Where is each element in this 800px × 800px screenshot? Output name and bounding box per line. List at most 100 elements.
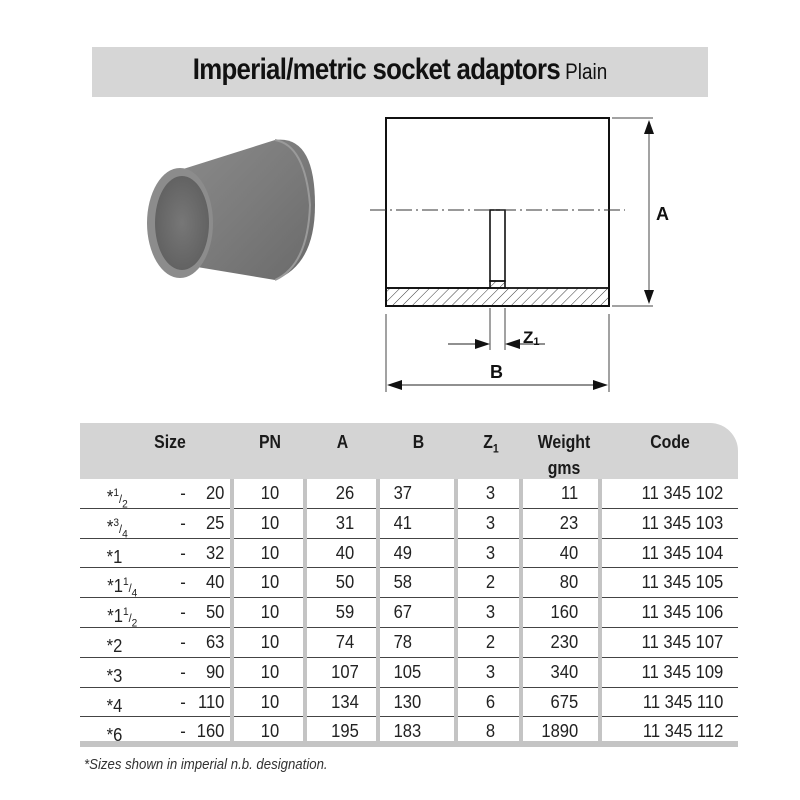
cell-z1: 3 [485,483,496,503]
cell-z1: 2 [485,631,496,652]
cell-size-imperial: *3/4 [106,516,128,541]
cell-code: 11 345 110 [642,691,724,712]
cell-dash: - [180,512,186,533]
cell-b: 78 [393,631,413,652]
cell-dash: - [180,661,186,682]
cell-pn: 10 [260,631,280,652]
cell-code: 11 345 107 [641,631,724,652]
col-header-a: A [336,432,349,452]
cell-dash: - [180,483,186,503]
cell-a: 107 [331,661,359,682]
cell-size-imperial: *11/4 [107,576,138,600]
cell-z1: 6 [485,691,496,712]
cell-size-metric: 50 [205,602,225,623]
cell-size-imperial: *1/2 [106,487,128,511]
cell-weight: 40 [559,542,579,563]
table-row: *3/4 -25 10 31 41 3 23 11 345 103 [80,509,738,540]
column-divider [303,479,307,746]
cell-z1: 3 [485,602,496,623]
cell-code: 11 345 103 [641,512,724,533]
cell-b: 67 [393,602,413,623]
cell-b: 130 [393,691,422,712]
cell-code: 11 345 105 [641,572,724,593]
cell-a: 195 [331,721,359,742]
cell-pn: 10 [260,483,280,503]
cell-size-metric: 90 [205,661,225,682]
cell-size-metric: 32 [205,542,225,563]
cell-weight: 11 [561,483,579,503]
cell-weight: 230 [550,631,579,652]
cell-dash: - [180,631,186,652]
cell-size-metric: 63 [205,631,225,652]
cell-pn: 10 [260,512,280,533]
cell-pn: 10 [260,572,280,593]
cell-b: 41 [393,512,413,533]
cell-dash: - [180,542,186,563]
column-divider [598,479,602,746]
cell-pn: 10 [260,602,280,623]
cell-size-metric: 25 [205,512,225,533]
cell-a: 40 [335,542,355,563]
cell-weight: 675 [550,691,579,712]
technical-drawing: A Z1 B [360,110,690,400]
column-divider [376,479,380,746]
col-header-pn: PN [258,432,281,452]
dimension-diagram-icon: A Z1 B [370,117,669,392]
cell-code: 11 345 104 [641,542,724,563]
cell-code: 11 345 112 [642,721,724,742]
cell-weight: 23 [559,512,579,533]
dim-label-a: A [656,204,669,224]
cell-a: 26 [335,483,355,503]
socket-adaptor-image-icon [147,139,315,281]
cell-pn: 10 [260,542,280,563]
title-main: Imperial/metric socket adaptors [192,53,561,86]
cell-z1: 8 [485,721,496,742]
cell-z1: 3 [485,512,496,533]
cell-size-metric: 40 [205,572,225,593]
cell-code: 11 345 109 [641,661,724,682]
dim-label-b: B [490,362,503,382]
cell-a: 50 [335,572,355,593]
cell-a: 31 [335,512,355,533]
cell-weight: 160 [550,602,579,623]
cell-dash: - [180,691,186,712]
cell-pn: 10 [260,721,280,742]
cell-weight: 1890 [541,721,579,742]
footnote: *Sizes shown in imperial n.b. designatio… [84,756,328,773]
cell-a: 74 [335,631,355,652]
cell-a: 134 [331,691,359,712]
column-divider [519,479,523,746]
cell-weight: 340 [550,661,579,682]
cell-code: 11 345 106 [641,602,724,623]
col-header-z1: Z1 [483,432,499,456]
cell-code: 11 345 102 [641,483,724,503]
cell-z1: 3 [485,661,496,682]
cell-dash: - [180,572,186,593]
col-header-size: Size [154,432,186,452]
cell-z1: 2 [485,572,496,593]
cell-size-imperial: *3 [106,665,123,686]
table-bottom-bar [80,741,738,747]
cell-size-imperial: *6 [106,725,123,746]
col-header-code: Code [650,432,690,452]
cell-size-metric: 160 [196,721,225,742]
cell-size-imperial: *11/2 [107,606,138,630]
cell-a: 59 [335,602,355,623]
cell-b: 58 [393,572,413,593]
cell-pn: 10 [260,661,280,682]
cell-size-imperial: *4 [106,695,123,716]
cell-b: 183 [393,721,422,742]
